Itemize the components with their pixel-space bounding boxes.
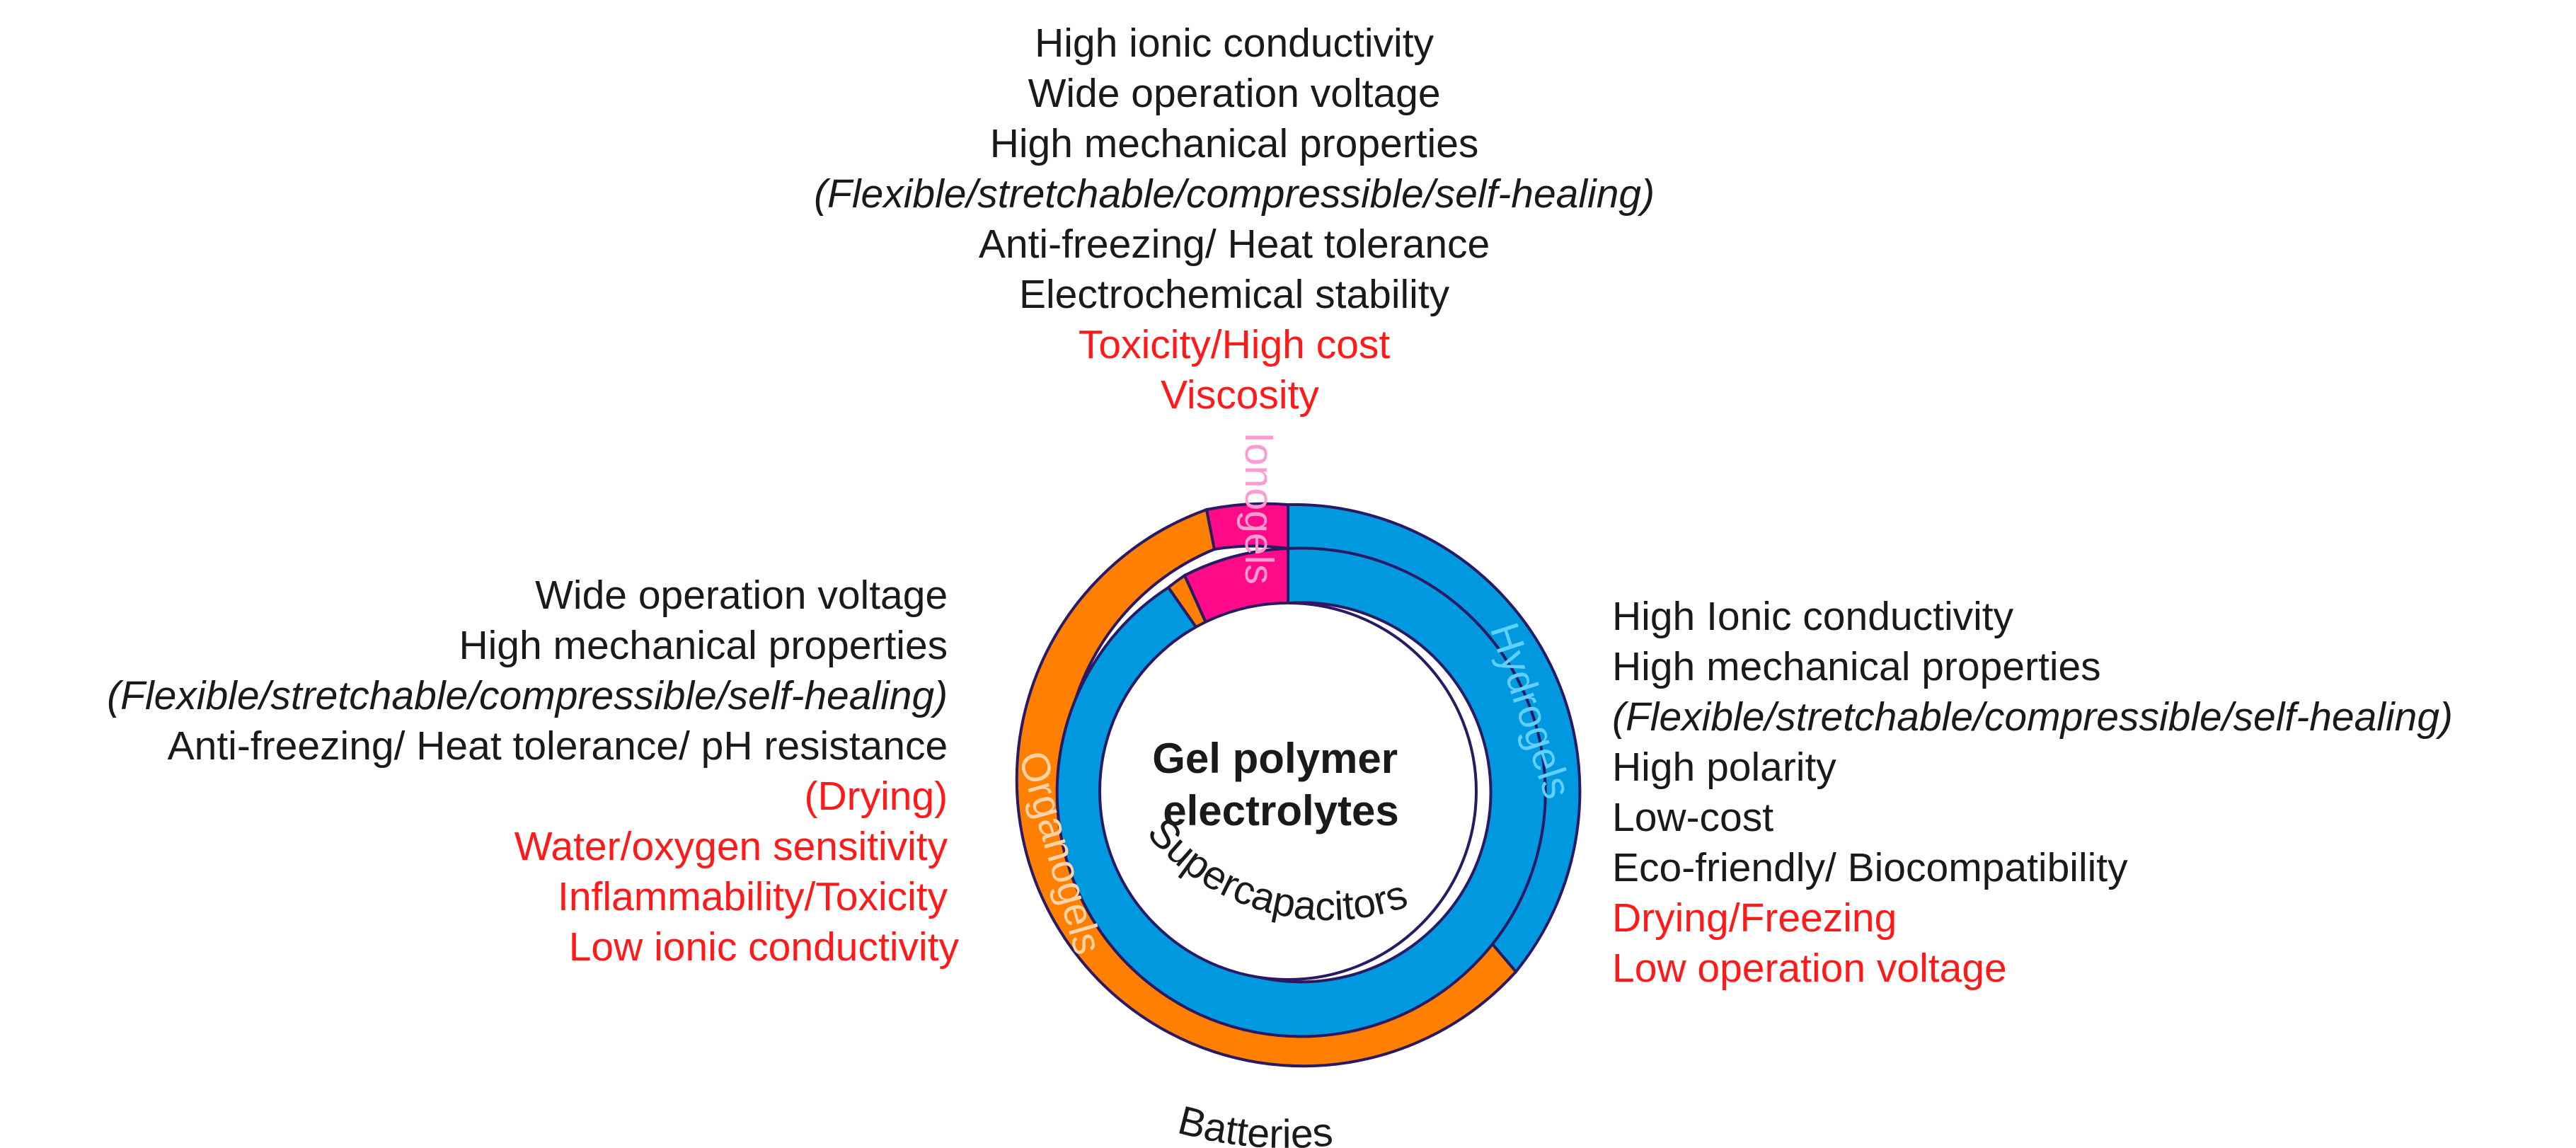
right-list-line: Eco-friendly/ Biocompatibility	[1612, 845, 2128, 890]
top-list-line: Anti-freezing/ Heat tolerance	[979, 222, 1490, 267]
ionogels-label: Ionogels	[1236, 432, 1282, 585]
left-list-line: Inflammability/Toxicity	[558, 874, 948, 919]
right-list-line: Drying/Freezing	[1612, 895, 1897, 941]
top-list-line: (Flexible/stretchable/compressible/self-…	[814, 171, 1655, 217]
left-property-list: Wide operation voltage High mechanical p…	[107, 573, 959, 970]
donut-rings	[1015, 502, 1582, 1068]
top-list-line: High ionic conductivity	[1035, 21, 1434, 66]
right-list-line: Low-cost	[1612, 795, 1773, 840]
right-list-line: High mechanical properties	[1612, 644, 2101, 689]
left-list-line: Water/oxygen sensitivity	[514, 824, 948, 869]
left-list-line: (Flexible/stretchable/compressible/self-…	[107, 673, 948, 718]
left-list-line: High mechanical properties	[459, 623, 948, 668]
right-list-line: Low operation voltage	[1612, 946, 2007, 991]
right-list-line: High polarity	[1612, 745, 1836, 790]
top-list-line: Viscosity	[1161, 372, 1319, 418]
center-title: Gel polymer electrolytes	[1152, 735, 1409, 834]
top-list-line: Toxicity/High cost	[1079, 322, 1390, 367]
center-disc	[1098, 602, 1478, 981]
right-list-line: High Ionic conductivity	[1612, 594, 2014, 639]
left-list-line: Low ionic conductivity	[569, 924, 960, 970]
top-list-line: High mechanical properties	[990, 121, 1479, 166]
top-property-list: High ionic conductivity Wide operation v…	[814, 21, 1666, 418]
top-list-line: Electrochemical stability	[1019, 272, 1450, 317]
right-property-list: High Ionic conductivity High mechanical …	[1612, 594, 2464, 991]
inner-ring-hydrogels-segment	[1055, 546, 1547, 1038]
left-list-line: Wide operation voltage	[535, 573, 948, 618]
right-list-line: (Flexible/stretchable/compressible/self-…	[1612, 694, 2453, 740]
center-title-line: electrolytes	[1163, 787, 1399, 834]
top-list-line: Wide operation voltage	[1028, 71, 1441, 116]
batteries-label: Batteries	[1174, 1098, 1335, 1148]
center-title-line: Gel polymer	[1152, 735, 1398, 782]
left-list-line: Anti-freezing/ Heat tolerance/ pH resist…	[168, 723, 948, 769]
left-list-line: (Drying)	[804, 774, 948, 819]
